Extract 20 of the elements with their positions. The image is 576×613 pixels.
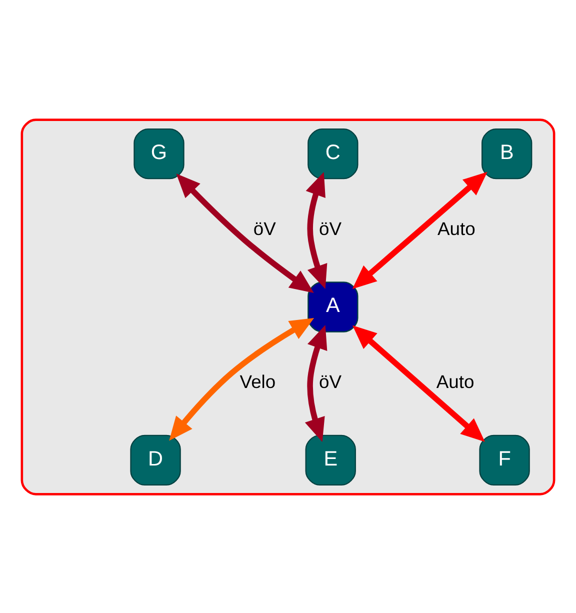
edge-label: öV	[319, 217, 342, 238]
edge-label: öV	[253, 217, 276, 238]
edge-label: Auto	[437, 217, 476, 238]
arrow	[352, 171, 488, 288]
cluster	[20, 118, 556, 495]
node-box: C	[308, 128, 358, 179]
edge-label: Velo	[240, 370, 276, 392]
node-box: D	[130, 434, 181, 486]
node-box: B	[482, 128, 532, 179]
edge-label: öV	[319, 370, 342, 392]
arrow	[304, 324, 328, 442]
edge-label: Auto	[436, 370, 474, 392]
arrow	[169, 318, 314, 440]
arrow	[352, 324, 485, 442]
node-box: F	[479, 434, 530, 486]
node-box: E	[305, 434, 356, 486]
node-box: G	[134, 128, 184, 179]
node-box: A	[308, 281, 358, 332]
arrow	[306, 172, 328, 288]
arrow	[176, 173, 314, 292]
